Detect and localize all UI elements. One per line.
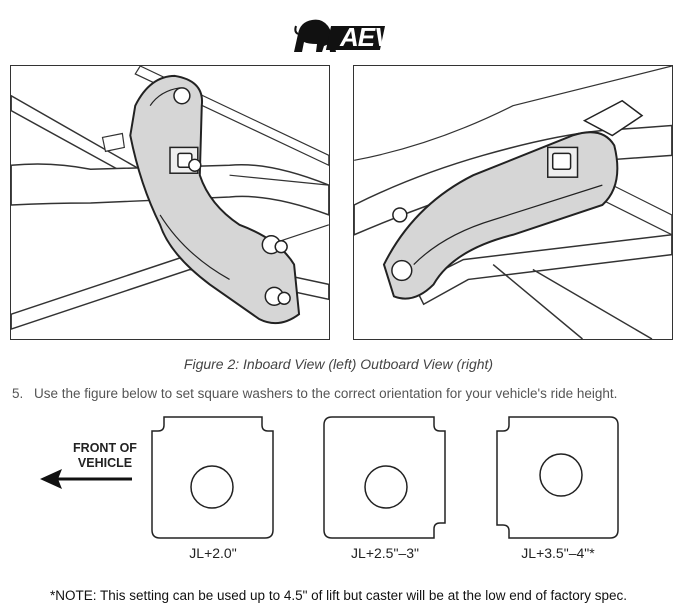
front-label-line2: VEHICLE <box>77 456 133 470</box>
outboard-view-illustration <box>353 65 673 340</box>
step-text: Use the figure below to set square washe… <box>34 386 618 401</box>
washer-hole <box>190 465 234 509</box>
bison-logo-icon <box>294 19 336 53</box>
washer-hole <box>364 465 408 509</box>
front-of-vehicle-label: FRONT OF VEHICLE <box>65 441 145 471</box>
front-label-line1: FRONT OF <box>73 441 137 455</box>
washer-hole <box>539 453 583 497</box>
washer-label: JL+3.5"–4"* <box>521 545 595 561</box>
washer-jl-3-5-4 <box>496 416 619 539</box>
aev-logo: AEV <box>290 12 395 56</box>
inboard-view-illustration <box>10 65 330 340</box>
brand-name: AEV <box>339 22 390 52</box>
step-number: 5. <box>12 386 24 401</box>
washer-label: JL+2.0" <box>189 545 237 561</box>
figure-caption: Figure 2: Inboard View (left) Outboard V… <box>183 356 494 372</box>
washer-label: JL+2.5"–3" <box>351 545 419 561</box>
footnote: *NOTE: This setting can be used up to 4.… <box>49 588 628 603</box>
washer-jl-2-0 <box>151 416 274 539</box>
step-instruction: 5. Use the figure below to set square was… <box>12 386 617 401</box>
washer-jl-2-5-3 <box>323 416 446 539</box>
left-arrow-icon <box>40 469 132 489</box>
